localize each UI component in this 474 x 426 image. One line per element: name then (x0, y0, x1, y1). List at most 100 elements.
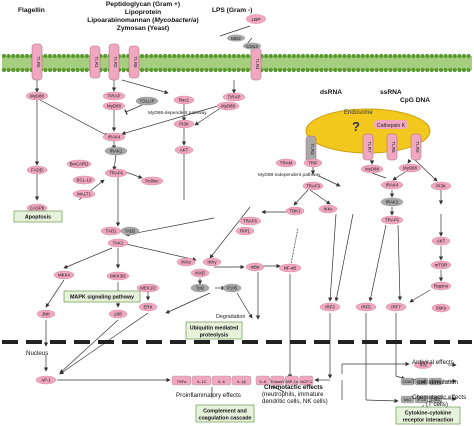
svg-text:MALT1: MALT1 (77, 192, 91, 197)
ligand-ssrna: ssRNA (380, 89, 402, 96)
svg-text:MKK3/6: MKK3/6 (110, 274, 126, 279)
node-traf6_3: TRAF6 (238, 216, 262, 226)
svg-text:MD2: MD2 (231, 36, 241, 41)
svg-text:MCP-1: MCP-1 (300, 380, 312, 384)
chemotactic-1a: Chemotactic effects (264, 384, 323, 391)
svg-text:CD14: CD14 (246, 44, 258, 49)
ligand-flagellin: Flagellin (18, 7, 45, 14)
node-casp8: CASP8 (26, 203, 48, 213)
svg-text:TLR5: TLR5 (36, 56, 41, 68)
svg-text:MIG: MIG (404, 398, 411, 402)
node-tbk1: TBK1 (285, 206, 305, 216)
node-pi3k_1: PI3K (173, 119, 195, 129)
svg-text:Eotaxin: Eotaxin (271, 380, 284, 384)
svg-text:TRAM: TRAM (280, 161, 293, 166)
node-akt_2: AKT (431, 236, 451, 246)
node-myd88_4: MyD88 (360, 164, 384, 174)
node-ifn: IFN (413, 361, 433, 369)
node-ikkb: IKKβ (190, 268, 210, 278)
node-p38: p38 (108, 309, 128, 319)
chemotactic-2a: Chemotactic effects (412, 394, 466, 401)
chemotactic-1b: (neutrophils, immature (262, 391, 324, 398)
svg-text:IFN: IFN (419, 363, 426, 368)
node-tak1: TAK1 (107, 238, 129, 248)
svg-text:TRAF6: TRAF6 (243, 219, 257, 224)
node-mtor: mTOR (430, 260, 452, 270)
svg-text:IRAK4: IRAK4 (108, 135, 121, 140)
node-ip10: IP-10 (414, 395, 429, 404)
svg-text:IL-8: IL-8 (259, 380, 266, 384)
node-jnk: JNK (36, 309, 56, 319)
tcell-label: T cell stimulation (412, 379, 459, 386)
svg-text:TLR4: TLR4 (255, 58, 260, 70)
svg-text:TLR3: TLR3 (310, 143, 315, 155)
node-s6k: S6Ks (431, 303, 451, 313)
receptor-tlr1: TLR1 (89, 45, 101, 79)
svg-text:TRAF6: TRAF6 (109, 171, 123, 176)
svg-text:Cytokine-cytokine: Cytokine-cytokine (405, 411, 451, 417)
node-rip1: RIP1 (235, 226, 255, 236)
node-tram: TRAM (275, 158, 297, 168)
nucleus-label: Nucleus (26, 350, 48, 357)
cell-membrane (1, 53, 472, 73)
svg-text:JNK: JNK (42, 312, 50, 317)
svg-text:MEK1/2: MEK1/2 (140, 286, 156, 291)
ligand-mycobacteria: Mycobacteria (154, 17, 196, 24)
mapk-box: MAPK signaling pathway (63, 290, 141, 303)
svg-text:Ubiquitin mediated: Ubiquitin mediated (190, 326, 239, 332)
antiviral-label: Antiviral effects (412, 359, 454, 366)
svg-text:P105: P105 (227, 286, 238, 291)
svg-text:S6Ks: S6Ks (436, 306, 447, 311)
ligand-lipoprotein: Lipoprotein (125, 9, 161, 16)
svg-text:CD86: CD86 (417, 380, 427, 384)
node-myd88_3: MyD88 (216, 101, 240, 111)
receptor-cd14: CD14 (243, 42, 261, 50)
node-irf3: IRF3 (319, 302, 341, 312)
svg-text:IKKγ: IKKγ (207, 260, 217, 265)
node-trif: TRIF (303, 158, 323, 168)
receptor-lbp: LBP (246, 14, 266, 24)
node-akt_1: AKT (174, 145, 194, 155)
node-il1b: IL-1β (231, 375, 252, 386)
svg-text:IRAK4: IRAK4 (386, 183, 399, 188)
node-il8: IL-8 (255, 375, 270, 386)
svg-text:TLR8: TLR8 (391, 141, 396, 153)
svg-text:IRAK1: IRAK1 (110, 149, 123, 154)
svg-text:LBP: LBP (251, 17, 260, 23)
svg-text:Pellino: Pellino (145, 179, 159, 184)
proinflammatory-label: Proinflammatory effects (176, 392, 241, 399)
svg-text:TLR9: TLR9 (415, 141, 420, 153)
node-tollip: TOLLIP (135, 96, 159, 106)
svg-text:IL-1β: IL-1β (237, 380, 247, 384)
svg-text:Complement and: Complement and (203, 409, 247, 415)
node-pi3k_2: PI3K (430, 181, 452, 191)
receptor-tlr3: TLR3 (305, 135, 317, 163)
svg-text:MAPK signaling pathway: MAPK signaling pathway (70, 295, 134, 301)
myd88-independent-label: MyD88-independent pathway (258, 172, 321, 178)
svg-text:FADD: FADD (31, 168, 43, 173)
svg-text:Tpl2: Tpl2 (196, 286, 205, 291)
svg-text:RIP1: RIP1 (240, 229, 250, 234)
node-eotaxin: Eotaxin (270, 375, 285, 386)
svg-text:IL-12: IL-12 (197, 380, 206, 384)
receptor-tlr6: TLR6 (128, 45, 140, 79)
node-mig: MIG (400, 395, 415, 404)
node-irak1_1: IRAK1 (104, 146, 128, 156)
node-ap1: AP-1 (35, 375, 57, 385)
svg-text:PI3K: PI3K (179, 122, 189, 127)
receptor-tlr2a: TLR2 (108, 43, 120, 81)
chemotactic-2b: (T cells) (426, 401, 448, 408)
node-bincard: BinCARD (66, 159, 92, 169)
node-cd80: CD80 (400, 377, 415, 386)
svg-text:AKT: AKT (437, 239, 446, 244)
node-irak1_2: IRAK1 (380, 197, 404, 207)
ligand-peptidoglycan: Peptidoglycan (Gram +) (106, 1, 180, 8)
endosome-label: Endosome (344, 110, 373, 116)
node-traf6_1: TRAF6 (104, 168, 128, 178)
node-tab2: TAB2 (120, 226, 140, 236)
svg-text:Rapmo: Rapmo (434, 284, 449, 289)
